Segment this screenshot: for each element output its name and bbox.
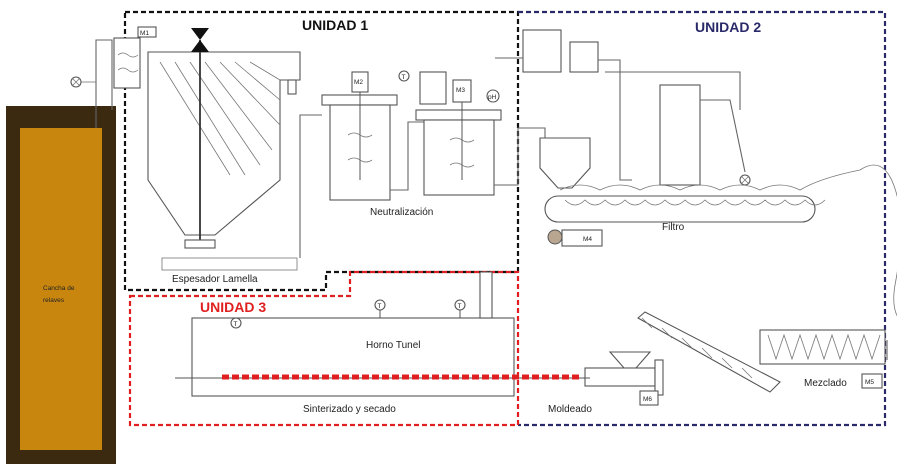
motor-m4-icon — [547, 229, 563, 245]
m4-label: M4 — [583, 236, 592, 243]
thickener-lamella: Espesador Lamella — [147, 28, 322, 285]
unit-borders — [123, 10, 887, 427]
cancha-label-1: Cancha de — [43, 285, 75, 292]
filtro-label: Filtro — [662, 222, 685, 233]
conveyor-belt — [544, 195, 816, 223]
inclined-conveyor — [637, 311, 781, 393]
ph-gauge-icon — [486, 89, 500, 103]
mezclado-label: Mezclado — [804, 378, 847, 389]
m2-label: M2 — [354, 79, 363, 86]
feed-boxes — [495, 29, 741, 181]
svg-text:pH: pH — [488, 94, 497, 101]
unit-2-label: UNIDAD 2 — [695, 19, 761, 35]
sinterizado-label: Sinterizado y secado — [303, 404, 396, 415]
feed-pipe — [70, 39, 113, 128]
unit-3-label: UNIDAD 3 — [200, 299, 266, 315]
svg-text:T: T — [378, 303, 382, 310]
unit-1-label: UNIDAD 1 — [302, 17, 368, 33]
tank-fill — [20, 128, 102, 450]
m3-label: M3 — [456, 87, 465, 94]
horno-label: Horno Tunel — [366, 340, 420, 351]
neutralizacion-label: Neutralización — [370, 207, 433, 218]
agitator-motor-icon — [191, 28, 209, 40]
mixer: M5 Mezclado — [637, 311, 888, 393]
molding-extruder: M6 Moldeado — [548, 351, 664, 415]
espesador-label: Espesador Lamella — [172, 274, 258, 285]
m6-label: M6 — [643, 396, 652, 403]
motor-m1: M1 — [113, 26, 157, 89]
temperature-gauge-icon — [398, 70, 410, 82]
moldeado-label: Moldeado — [548, 404, 592, 415]
m1-label: M1 — [140, 30, 149, 37]
tunnel-oven: T T T Horno Tunel Sinterizado y secado — [175, 271, 590, 415]
m5-label: M5 — [865, 379, 874, 386]
cancha-label-2: relaves — [43, 297, 65, 304]
oven-temp-gauge-1 — [230, 317, 242, 329]
tailings-tank: Cancha de relaves — [6, 106, 116, 464]
svg-text:T: T — [458, 303, 462, 310]
neutralization-tanks: M2 M3 T pH Neutralización — [321, 70, 546, 218]
svg-text:T: T — [234, 321, 238, 328]
filter-unit: M4 Filtro — [539, 84, 897, 317]
svg-text:T: T — [402, 74, 406, 81]
